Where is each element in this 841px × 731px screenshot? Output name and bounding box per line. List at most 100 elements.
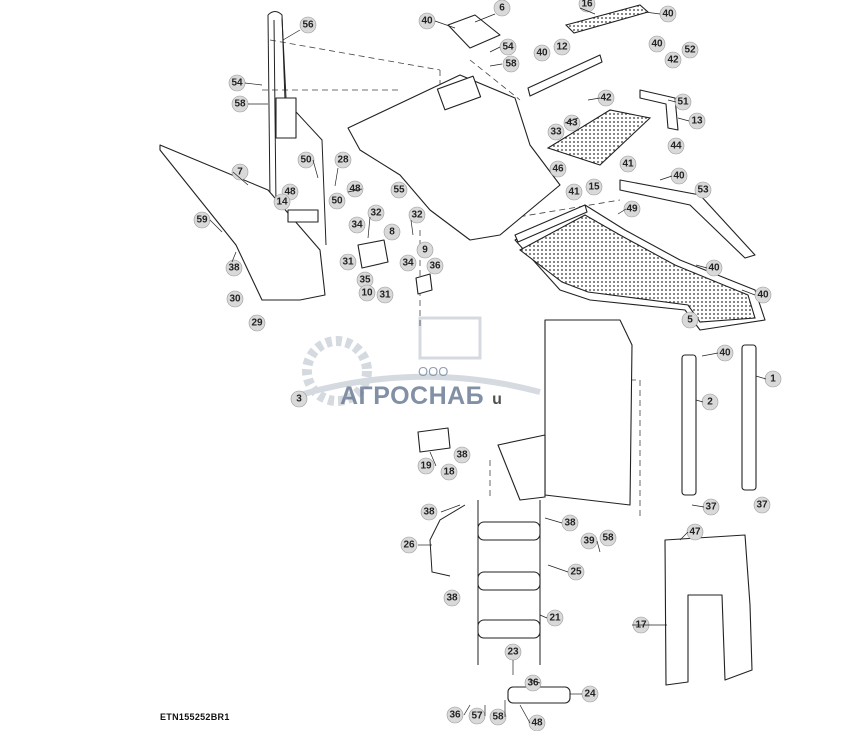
callout-41: 41: [565, 183, 583, 201]
handle-26: [429, 504, 466, 577]
callout-bubble: [528, 714, 546, 731]
leader-line: [410, 219, 414, 236]
callout-36: 36: [446, 706, 464, 724]
callout-bubble: [553, 38, 571, 56]
callout-bubble: [753, 496, 771, 514]
callout-38: 38: [443, 589, 461, 607]
callout-label: 58: [492, 712, 504, 723]
cover-17: [664, 534, 753, 686]
callout-bubble: [339, 253, 357, 271]
callout-59: 59: [193, 211, 211, 229]
callout-bubble: [225, 259, 243, 277]
callout-label: 50: [300, 155, 312, 166]
callout-label: 40: [651, 39, 663, 50]
callout-label: 37: [705, 502, 717, 513]
leader-line: [231, 251, 237, 263]
callout-40: 40: [648, 35, 666, 53]
callout-label: 49: [626, 204, 638, 215]
leader-line: [755, 375, 767, 380]
callout-bubble: [408, 206, 426, 224]
callout-25: 25: [567, 563, 585, 581]
callout-36: 36: [524, 674, 542, 692]
callout-label: 57: [471, 711, 483, 722]
callout-label: 51: [677, 97, 689, 108]
callout-58: 58: [599, 529, 617, 547]
callout-label: 3: [296, 394, 302, 405]
callout-label: 31: [342, 257, 354, 268]
callout-50: 50: [297, 151, 315, 169]
callout-38: 38: [561, 514, 579, 532]
callout-label: 6: [499, 3, 505, 14]
callout-34: 34: [399, 254, 417, 272]
callout-30: 30: [226, 290, 244, 308]
callout-46: 46: [549, 160, 567, 178]
callout-bubble: [248, 314, 266, 332]
callout-54: 54: [228, 74, 246, 92]
callout-bubble: [648, 35, 666, 53]
callout-bubble: [420, 503, 438, 521]
callout-label: 35: [359, 275, 371, 286]
callout-bubble: [694, 181, 712, 199]
callout-bubble: [297, 151, 315, 169]
bracket-12: [527, 54, 603, 97]
callout-label: 44: [670, 141, 682, 152]
callout-bubble: [565, 183, 583, 201]
callout-41: 41: [619, 155, 637, 173]
callout-label: 48: [349, 184, 361, 195]
callout-16: 16: [578, 0, 596, 13]
callout-44: 44: [667, 137, 685, 155]
leader-line: [489, 63, 503, 67]
callout-8: 8: [383, 223, 401, 241]
callout-label: 58: [234, 99, 246, 110]
callout-bubble: [273, 193, 291, 211]
callout-42: 42: [664, 51, 682, 69]
callout-label: 56: [302, 20, 314, 31]
watermark-logo: [299, 316, 541, 406]
callout-31: 31: [339, 253, 357, 271]
leader-line: [691, 504, 705, 508]
callout-bubble: [667, 137, 685, 155]
callout-bubble: [493, 0, 511, 17]
callout-54: 54: [499, 38, 517, 56]
callout-bubble: [417, 457, 435, 475]
callout-label: 41: [568, 187, 580, 198]
callout-label: 12: [556, 42, 568, 53]
leader-line: [695, 399, 704, 403]
callout-35: 35: [356, 271, 374, 289]
callout-40: 40: [754, 286, 772, 304]
callout-38: 38: [225, 259, 243, 277]
callout-13: 13: [688, 112, 706, 130]
callout-label: 53: [697, 185, 709, 196]
leader-line: [347, 188, 363, 193]
callout-label: 13: [691, 116, 703, 127]
callout-bubble: [231, 163, 249, 181]
callout-label: 28: [337, 155, 349, 166]
callout-bubble: [681, 41, 699, 59]
callout-32: 32: [408, 206, 426, 224]
callout-38: 38: [453, 446, 471, 464]
callout-label: 36: [449, 710, 461, 721]
callout-bubble: [328, 192, 346, 210]
callout-label: 31: [379, 290, 391, 301]
watermark-name-text: АГРОСНАБ: [340, 382, 485, 410]
leader-line: [429, 451, 437, 467]
callout-23: 23: [504, 643, 522, 661]
leader-line: [463, 704, 471, 716]
callout-50: 50: [328, 192, 346, 210]
callout-label: 39: [583, 536, 595, 547]
leader-line: [617, 208, 627, 215]
callout-48: 48: [528, 714, 546, 731]
callout-31: 31: [376, 286, 394, 304]
callout-58: 58: [489, 708, 507, 726]
callout-label: 10: [361, 288, 373, 299]
callout-label: 40: [757, 290, 769, 301]
callout-bubble: [367, 204, 385, 222]
mesh-platform-15: [546, 109, 652, 166]
leader-line: [741, 289, 756, 296]
callout-label: 38: [446, 593, 458, 604]
callout-bubble: [623, 200, 641, 218]
callout-label: 41: [622, 159, 634, 170]
leader-line: [587, 97, 601, 101]
callout-label: 33: [550, 127, 562, 138]
